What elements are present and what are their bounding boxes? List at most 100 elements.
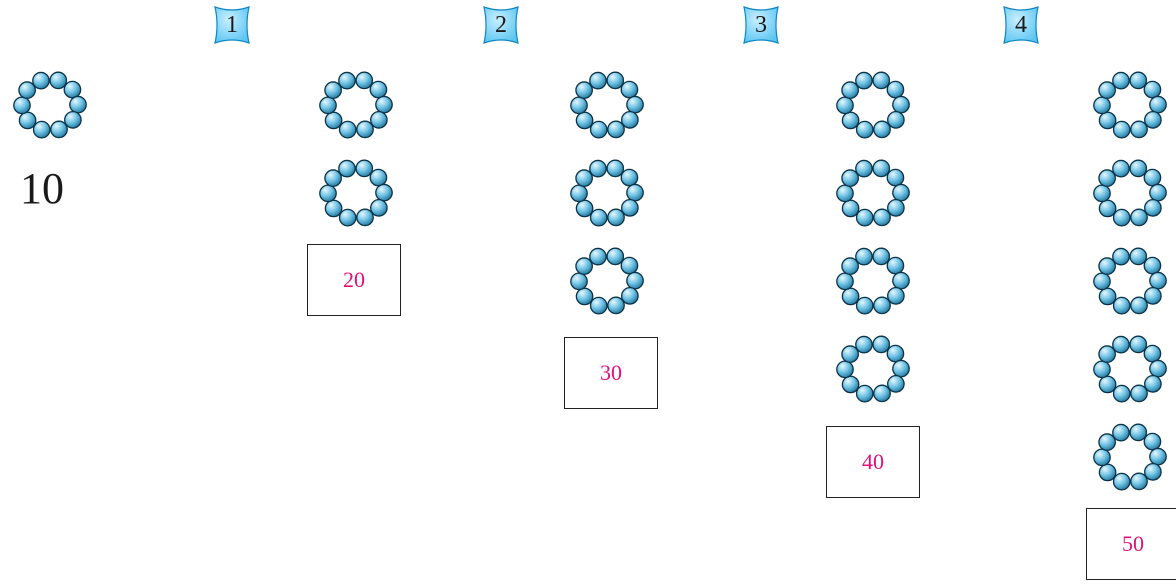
bead [887, 257, 903, 273]
bead [1113, 424, 1129, 440]
bead [1145, 200, 1161, 216]
bead [893, 184, 909, 200]
bead-ring-icon [833, 65, 913, 145]
bead [590, 160, 606, 176]
step-badge-1: 1 [209, 3, 255, 47]
bead [340, 121, 356, 137]
bead [339, 160, 355, 176]
bead [51, 121, 67, 137]
bead [622, 288, 638, 304]
bead [1150, 360, 1166, 376]
bead [1131, 385, 1147, 401]
bead [325, 112, 341, 128]
bead [627, 184, 643, 200]
bead [590, 72, 606, 88]
bead [1094, 185, 1110, 201]
bead [1099, 170, 1115, 186]
bead [842, 112, 858, 128]
bead [888, 288, 904, 304]
bead [856, 336, 872, 352]
bead [576, 112, 592, 128]
bead [1114, 473, 1130, 489]
bead [608, 297, 624, 313]
bead [622, 112, 638, 128]
bead [340, 209, 356, 225]
bead-ring-icon [833, 241, 913, 321]
bead [576, 258, 592, 274]
bead [873, 248, 889, 264]
bead [842, 82, 858, 98]
bead [1114, 297, 1130, 313]
bead [1145, 376, 1161, 392]
bead [627, 96, 643, 112]
bead [1130, 336, 1146, 352]
bead [893, 272, 909, 288]
bead [1094, 361, 1110, 377]
bead [591, 209, 607, 225]
bead [64, 81, 80, 97]
bead-ring-icon [10, 65, 90, 145]
bead [1114, 385, 1130, 401]
bead [621, 257, 637, 273]
bead [607, 248, 623, 264]
bead [1114, 209, 1130, 225]
bead-ring-icon [316, 65, 396, 145]
bead [1150, 448, 1166, 464]
bead [591, 121, 607, 137]
bead [1144, 169, 1160, 185]
step-number: 3 [738, 3, 784, 47]
answer-box[interactable]: 20 [307, 244, 401, 316]
bead [842, 288, 858, 304]
bead [887, 81, 903, 97]
step-number: 4 [998, 3, 1044, 47]
bead [1099, 82, 1115, 98]
bead [1145, 464, 1161, 480]
bead [591, 297, 607, 313]
bead [371, 200, 387, 216]
bead [571, 185, 587, 201]
bead [607, 160, 623, 176]
answer-box[interactable]: 30 [564, 337, 658, 409]
bead [1099, 112, 1115, 128]
bead [325, 82, 341, 98]
bead [370, 81, 386, 97]
bead [1094, 273, 1110, 289]
bead [887, 169, 903, 185]
bead [1150, 96, 1166, 112]
bead-ring-icon [1090, 65, 1170, 145]
bead-ring-icon [1090, 153, 1170, 233]
bead [14, 97, 30, 113]
step-badge-4: 4 [998, 3, 1044, 47]
bead [1150, 184, 1166, 200]
bead [1131, 121, 1147, 137]
step-badge-3: 3 [738, 3, 784, 47]
bead [873, 336, 889, 352]
bead [356, 160, 372, 176]
bead [842, 376, 858, 392]
answer-box[interactable]: 50 [1086, 508, 1176, 580]
bead [65, 112, 81, 128]
bead [1099, 200, 1115, 216]
bead [1094, 97, 1110, 113]
bead [837, 273, 853, 289]
bead [576, 170, 592, 186]
answer-box[interactable]: 40 [826, 426, 920, 498]
bead [837, 361, 853, 377]
bead [1144, 81, 1160, 97]
bead [621, 169, 637, 185]
bead [1130, 248, 1146, 264]
step-number: 2 [478, 3, 524, 47]
bead-ring-icon [1090, 241, 1170, 321]
bead [1144, 257, 1160, 273]
bead [621, 81, 637, 97]
bead [888, 112, 904, 128]
bead [576, 82, 592, 98]
bead [856, 248, 872, 264]
bead [325, 170, 341, 186]
bead [1099, 464, 1115, 480]
bead-ring-icon [833, 329, 913, 409]
bead [874, 297, 890, 313]
bead [1099, 258, 1115, 274]
bead [856, 160, 872, 176]
bead [571, 97, 587, 113]
